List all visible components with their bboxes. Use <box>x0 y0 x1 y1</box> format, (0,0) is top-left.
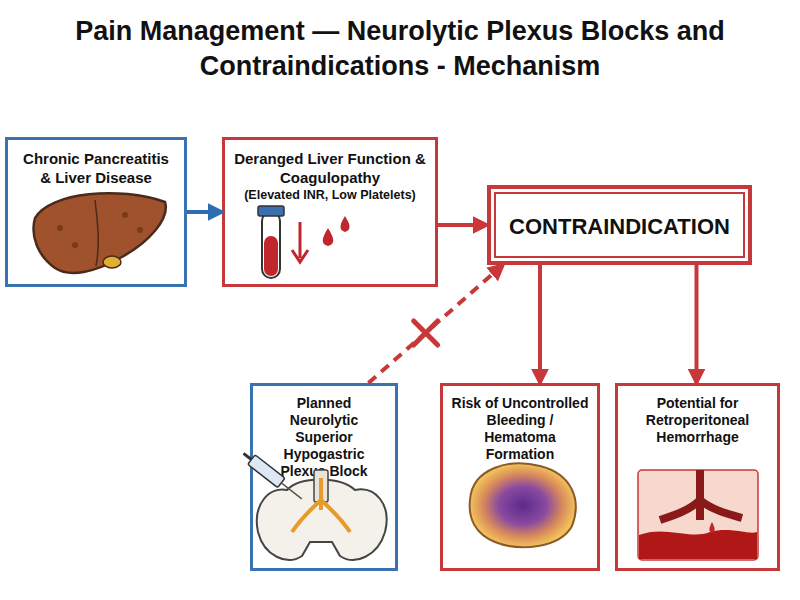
liver-lobe-line <box>95 200 98 266</box>
plexus-nerves <box>292 478 350 532</box>
blood-drop <box>709 522 714 533</box>
test-tube-icon <box>258 206 350 278</box>
node-heading: Chronic Pancreatitis & Liver Disease <box>16 149 176 187</box>
edge-wrapper <box>187 212 222 213</box>
blood-drop <box>340 216 349 232</box>
liver-icon <box>34 193 166 273</box>
tube-glass <box>262 212 280 278</box>
contraindication-box: CONTRAINDICATION <box>487 185 752 265</box>
diagram-title: Pain Management — Neurolytic Plexus Bloc… <box>50 14 750 84</box>
blood-pool <box>639 530 757 559</box>
syringe-plunger <box>243 453 251 459</box>
pelvis-shape <box>257 480 387 560</box>
blood-drop <box>323 228 334 246</box>
flow-arrow <box>695 265 699 383</box>
edge-wrapper <box>540 265 541 383</box>
liver-spot <box>122 212 128 218</box>
flow-arrow <box>187 210 222 214</box>
blood-vessel <box>660 470 742 520</box>
syringe-barrel <box>248 455 285 488</box>
tube-cap <box>258 206 284 216</box>
process-box: Potential for Retroperitoneal Hemorrhage <box>615 383 780 571</box>
edge-wrapper <box>438 225 487 226</box>
title-area: Pain Management — Neurolytic Plexus Bloc… <box>50 14 750 84</box>
spine-shape <box>314 470 328 502</box>
syringe-shape <box>240 449 306 504</box>
hematoma-blob <box>470 463 576 547</box>
liver-spot <box>57 225 63 231</box>
process-box: Deranged Liver Function & Coagulopathy(E… <box>222 137 438 287</box>
node-detail: (Elevated INR, Low Platelets) <box>244 187 416 203</box>
edge-group <box>187 212 697 383</box>
edge-wrapper <box>696 265 697 383</box>
pelvis-syringe-icon <box>240 449 387 560</box>
blocked-arrow <box>368 265 503 383</box>
syringe-needle <box>281 483 301 499</box>
liver-spot <box>137 227 143 233</box>
decrease-arrow <box>292 222 308 262</box>
tissue-background <box>638 470 758 560</box>
process-box: Planned Neurolytic Superior Hypogastric … <box>250 383 398 571</box>
node-heading: Potential for Retroperitoneal Hemorrhage <box>626 395 769 446</box>
node-heading: Risk of Uncontrolled Bleeding / Hematoma… <box>451 395 589 463</box>
node-heading: CONTRAINDICATION <box>509 214 730 240</box>
node-heading: Planned Neurolytic Superior Hypogastric … <box>261 395 387 480</box>
hematoma-icon <box>470 463 576 547</box>
process-box: Risk of Uncontrolled Bleeding / Hematoma… <box>440 383 600 571</box>
node-heading: Deranged Liver Function & Coagulopathy <box>233 149 427 187</box>
process-box: Chronic Pancreatitis & Liver Disease <box>5 137 187 287</box>
flow-arrow <box>538 265 542 383</box>
flow-arrow <box>438 223 487 227</box>
liver-spot <box>72 242 78 248</box>
edge-wrapper <box>368 265 503 383</box>
vessel-icon <box>638 470 758 560</box>
tube-blood <box>264 236 278 276</box>
gallbladder-shape <box>103 256 121 268</box>
liver-shape <box>34 193 166 273</box>
blocked-cross <box>414 321 438 345</box>
